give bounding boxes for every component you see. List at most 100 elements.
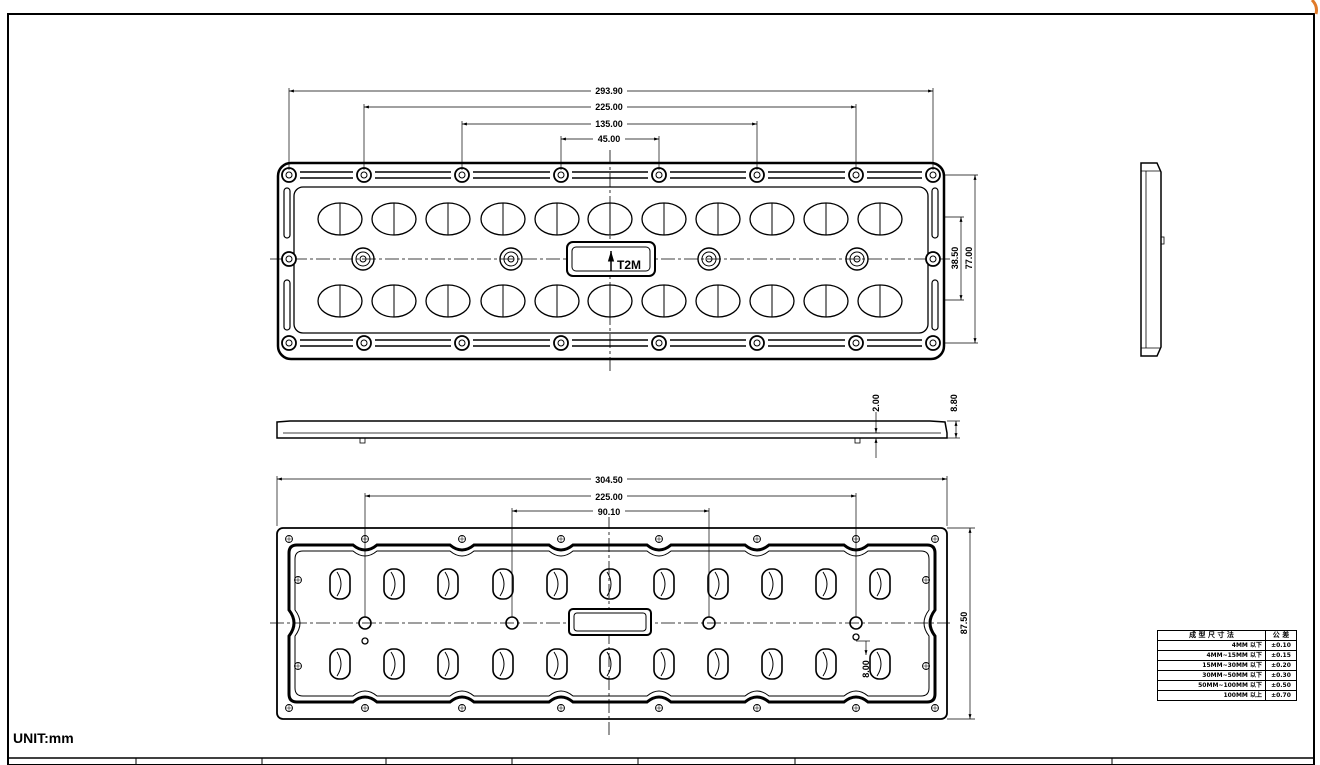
- rim-boss-hole: [655, 171, 663, 179]
- rim-boss: [749, 167, 765, 183]
- dim-bottom-width: 304.50: [595, 475, 623, 485]
- tolerance-row: 4MM 以下±0.10: [1157, 640, 1297, 651]
- rim-boss: [356, 167, 372, 183]
- tolerance-row: 50MM~100MM 以下±0.50: [1157, 680, 1297, 691]
- rim-boss-hole: [557, 171, 565, 179]
- lens-bottom: [492, 568, 514, 600]
- tolerance-header: 成 型 尺 寸 法 公 差: [1157, 630, 1297, 641]
- lens-bottom-arc: [390, 571, 396, 597]
- gasket-groove-inner: [294, 550, 930, 697]
- lens-bottom: [383, 568, 405, 600]
- tolerance-value: ±0.70: [1265, 690, 1297, 701]
- tolerance-row: 15MM~30MM 以下±0.20: [1157, 660, 1297, 671]
- dim-flange-thickness: 2.00: [871, 394, 881, 412]
- dim-pin-offset: 8.00: [861, 660, 871, 678]
- rim-boss-hole: [285, 339, 293, 347]
- tolerance-range: 50MM~100MM 以下: [1157, 680, 1266, 691]
- rim-boss-hole: [852, 171, 860, 179]
- lens-bottom-arc: [336, 651, 342, 677]
- drawing-frame: [7, 13, 1315, 765]
- lens-bottom: [707, 568, 729, 600]
- dim-pitch-outer: 225.00: [595, 102, 623, 112]
- lens-bottom-arc: [714, 571, 720, 597]
- lens-bottom: [869, 568, 891, 600]
- lens-bottom: [437, 648, 459, 680]
- lens-bottom-arc: [660, 651, 666, 677]
- lens-bottom-arc: [390, 651, 396, 677]
- rim-boss: [651, 335, 667, 351]
- lens-bottom: [599, 648, 621, 680]
- lens-bottom-arc: [444, 571, 450, 597]
- dim-overall-height: 77.00: [964, 247, 974, 270]
- tolerance-value: ±0.50: [1265, 680, 1297, 691]
- lens-bottom-arc: [876, 571, 882, 597]
- lens-bottom: [329, 568, 351, 600]
- rim-boss: [454, 335, 470, 351]
- dim-bottom-height: 87.50: [959, 612, 969, 635]
- rim-boss: [281, 167, 297, 183]
- rim-boss: [925, 167, 941, 183]
- rim-boss-hole: [285, 255, 293, 263]
- lens-bottom: [707, 648, 729, 680]
- dim-overall-width: 293.90: [595, 86, 623, 96]
- tolerance-value: ±0.15: [1265, 650, 1297, 661]
- lens-bottom: [815, 648, 837, 680]
- unit-label: UNIT:mm: [13, 730, 74, 746]
- rim-boss-hole: [852, 339, 860, 347]
- corner-mark: [1310, 0, 1318, 15]
- rim-boss-hole: [753, 171, 761, 179]
- rim-boss-hole: [458, 339, 466, 347]
- rim-boss: [848, 335, 864, 351]
- lens-bottom: [815, 568, 837, 600]
- tolerance-header-tol: 公 差: [1265, 630, 1297, 641]
- rim-boss: [749, 335, 765, 351]
- rim-boss: [281, 335, 297, 351]
- top-view: T2M 293.90 225.00 135.00 45.00 38.50 77.…: [270, 85, 978, 372]
- top-view-outline: [276, 161, 946, 361]
- rim-boss-hole: [458, 171, 466, 179]
- tolerance-header-size: 成 型 尺 寸 法: [1157, 630, 1266, 641]
- lens-bottom-arc: [499, 571, 505, 597]
- tolerance-row: 30MM~50MM 以下±0.30: [1157, 670, 1297, 681]
- center-label: T2M: [617, 258, 641, 272]
- tolerance-table: 成 型 尺 寸 法 公 差 4MM 以下±0.10 4MM~15MM 以下±0.…: [1157, 630, 1297, 701]
- gasket-groove: [287, 543, 937, 704]
- lens-bottom: [869, 648, 891, 680]
- rim-boss: [848, 167, 864, 183]
- lens-bottom-arc: [553, 651, 559, 677]
- lens-bottom: [761, 568, 783, 600]
- rim-boss: [651, 167, 667, 183]
- dim-pitch-mid: 135.00: [595, 119, 623, 129]
- bottom-view: 304.50 225.00 90.10 87.50 8.00: [270, 474, 975, 735]
- lens-bottom-arc: [499, 651, 505, 677]
- rim-boss-hole: [753, 339, 761, 347]
- tolerance-range: 4MM 以下: [1157, 640, 1266, 651]
- lens-bottom-arc: [660, 571, 666, 597]
- lens-bottom: [653, 648, 675, 680]
- lens-bottom-arc: [822, 571, 828, 597]
- lens-bottom: [546, 648, 568, 680]
- rim-boss-hole: [929, 255, 937, 263]
- end-slots: [283, 187, 939, 331]
- rim-boss: [281, 251, 297, 267]
- lens-bottom-arc: [336, 571, 342, 597]
- rim-boss: [454, 167, 470, 183]
- tolerance-row: 100MM 以上±0.70: [1157, 690, 1297, 701]
- tolerance-row: 4MM~15MM 以下±0.15: [1157, 650, 1297, 661]
- rim-boss: [553, 335, 569, 351]
- lens-bottom: [437, 568, 459, 600]
- lens-bottom-arc: [553, 571, 559, 597]
- lens-bottom-arc: [876, 651, 882, 677]
- rim-boss-hole: [360, 171, 368, 179]
- rim-boss: [925, 251, 941, 267]
- lens-bottom-arc: [822, 651, 828, 677]
- rim-boss-hole: [929, 171, 937, 179]
- dim-pitch-inner: 45.00: [598, 134, 621, 144]
- rim-slots: [300, 171, 922, 347]
- lens-bottom-arc: [444, 651, 450, 677]
- rim-boss-hole: [655, 339, 663, 347]
- rim-boss-hole: [360, 339, 368, 347]
- lens-bottom-arc: [606, 651, 612, 677]
- lens-bottom-arc: [768, 651, 774, 677]
